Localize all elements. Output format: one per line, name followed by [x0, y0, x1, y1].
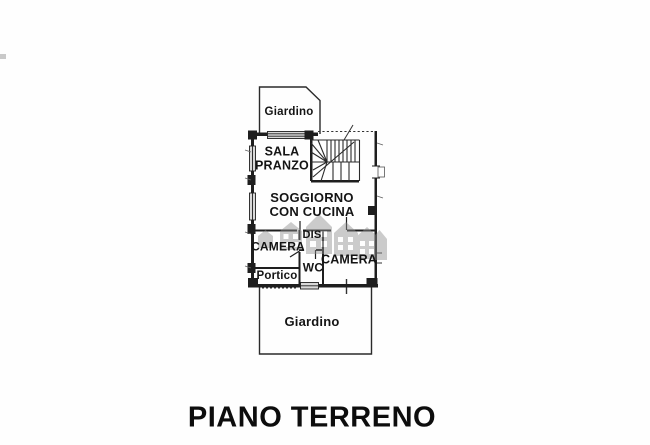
- room-label-giardino-bottom: Giardino: [284, 313, 340, 329]
- room-label-wc: WC: [302, 260, 324, 275]
- room-label-giardino-top: Giardino: [264, 105, 314, 118]
- door-symbols: [289, 217, 348, 259]
- room-label-soggiorno-con-cucina: SOGGIORNO CON CUCINA: [269, 189, 355, 219]
- room-label-camera-left: CAMERA: [251, 239, 305, 254]
- room-label-camera-right: CAMERA: [320, 252, 378, 267]
- page-title: PIANO TERRENO: [187, 401, 437, 434]
- wall-pillars: [247, 130, 378, 288]
- window-symbols: [249, 131, 382, 290]
- room-label-portico: Portico: [256, 269, 298, 282]
- houses-watermark-icon: [258, 214, 387, 260]
- interior-walls: [252, 134, 375, 286]
- scan-artifact: [0, 54, 6, 59]
- dimension-ticks: [244, 142, 384, 269]
- staircase-icon: [310, 139, 361, 182]
- room-label-dis: DIS: [302, 229, 322, 242]
- garden-fence-lines: [258, 86, 373, 355]
- exterior-door-opening: [372, 165, 385, 179]
- room-label-sala-pranzo: SALA PRANZO: [255, 144, 309, 172]
